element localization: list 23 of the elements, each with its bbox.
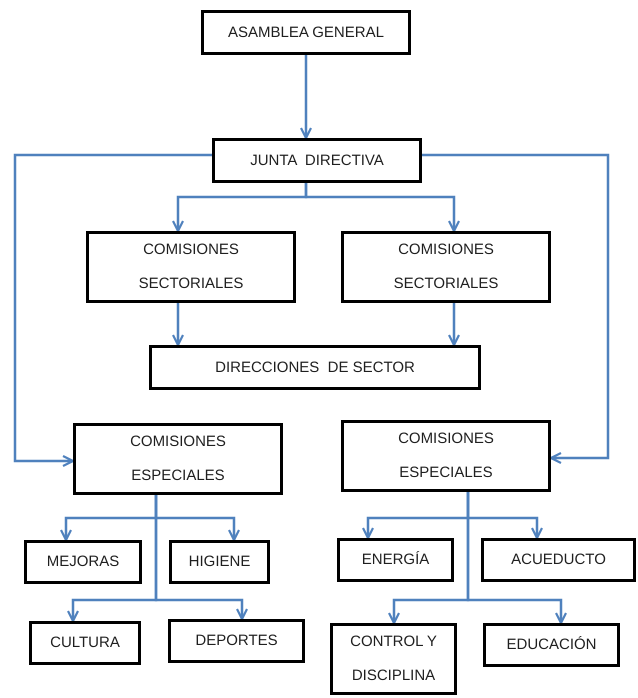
arrow <box>448 303 460 346</box>
org-box: COMISIONES SECTORIALES <box>341 231 551 303</box>
org-box: ACUEDUCTO <box>481 538 636 582</box>
arrow <box>422 154 610 464</box>
arrow <box>14 154 212 468</box>
org-box: COMISIONES SECTORIALES <box>86 231 296 303</box>
org-box: COMISIONES ESPECIALES <box>73 423 283 495</box>
org-box: COMISIONES ESPECIALES <box>341 420 551 492</box>
arrow <box>304 183 460 232</box>
org-box: DEPORTES <box>168 619 305 663</box>
org-box: JUNTA DIRECTIVA <box>212 138 422 183</box>
org-box: HIGIENE <box>169 540 270 584</box>
arrow <box>466 492 568 624</box>
org-box: CONTROL Y DISCIPLINA <box>330 623 457 695</box>
org-box: ENERGÍA <box>337 538 454 582</box>
arrow <box>172 303 184 346</box>
org-box: CULTURA <box>29 621 141 665</box>
org-box: ASAMBLEA GENERAL <box>201 10 411 55</box>
org-box: EDUCACIÓN <box>483 623 620 667</box>
org-box: MEJORAS <box>24 540 142 584</box>
org-box: DIRECCIONES DE SECTOR <box>149 345 481 390</box>
arrow <box>300 55 312 140</box>
arrow <box>154 495 248 620</box>
